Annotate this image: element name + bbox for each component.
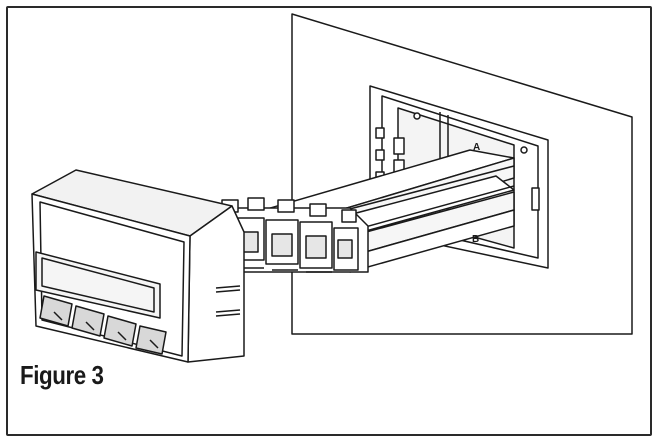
callout-a: A <box>473 142 480 153</box>
callout-b: B <box>472 234 479 245</box>
figure-frame <box>6 6 652 436</box>
figure-caption: Figure 3 <box>20 360 104 390</box>
cover-housing <box>31 169 245 363</box>
